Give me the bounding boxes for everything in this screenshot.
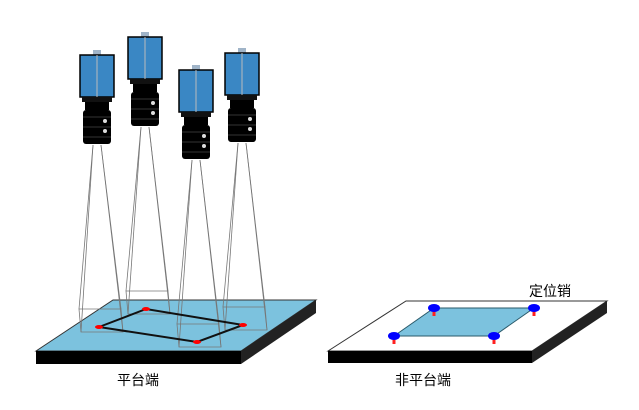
locating-pin-icon: [488, 332, 500, 344]
red-markers: [95, 307, 247, 344]
platform-left: [34, 299, 318, 364]
camera-icon: [127, 32, 163, 126]
locating-pins: [388, 304, 540, 344]
platform-right: [326, 300, 609, 363]
camera-icon: [178, 65, 214, 159]
camera-icon: [224, 48, 260, 142]
camera-frustum: [222, 142, 268, 331]
non-platform-side-label: 非平台端: [395, 373, 451, 389]
red-marker: [239, 323, 247, 327]
red-marker: [193, 340, 201, 344]
camera-frustum: [176, 159, 222, 348]
camera-icon: [79, 50, 115, 144]
camera-fields-of-view: [78, 126, 268, 348]
locating-pin-icon: [428, 304, 440, 316]
camera-frustum: [78, 144, 124, 333]
locating-pin-icon: [388, 332, 400, 344]
red-marker: [95, 325, 103, 329]
red-marker: [142, 307, 150, 311]
cameras: [79, 32, 260, 159]
locating-pin-label: 定位销: [529, 284, 571, 300]
platform-side-label: 平台端: [117, 373, 159, 389]
camera-frustum: [125, 126, 171, 315]
locating-pin-icon: [528, 304, 540, 316]
